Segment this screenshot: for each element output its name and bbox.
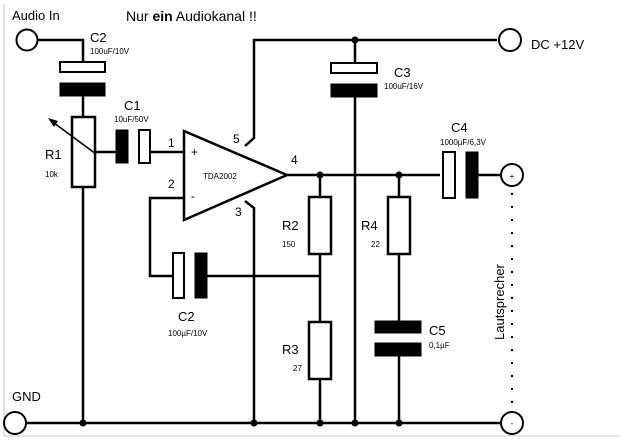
ic-minus-sign: -	[191, 189, 195, 203]
c1-plate-positive	[138, 129, 151, 164]
r2-value: 150	[282, 240, 296, 249]
speaker-plus-terminal[interactable]	[500, 163, 524, 187]
c2-in-plate-negative	[59, 82, 106, 97]
c1-ref: C1	[124, 98, 141, 113]
c1-value: 10uF/50V	[114, 115, 149, 124]
title-prefix: Nur	[126, 8, 152, 24]
r2-resistor	[307, 195, 333, 256]
c1-plate-negative	[115, 129, 129, 164]
r1-ref: R1	[45, 147, 62, 162]
c4-ref: C4	[451, 120, 468, 135]
r4-resistor	[386, 195, 412, 256]
pin-4-label: 4	[291, 153, 298, 167]
c2-in-value: 100uF/10V	[90, 47, 130, 56]
wire-pin3-gnd	[244, 200, 256, 423]
junction-gnd-pin3	[250, 419, 258, 427]
pin-3-label: 3	[235, 205, 242, 219]
c2-in-ref: C2	[90, 30, 107, 45]
c3-ref: C3	[394, 65, 411, 80]
pin-2-label: 2	[168, 177, 175, 191]
wire-pin2-feedback	[148, 196, 184, 278]
junction-gnd-c3	[351, 419, 359, 427]
r1-value: 10k	[45, 170, 59, 179]
junction-gnd-r1	[79, 419, 87, 427]
c2-in-plate-positive	[59, 61, 106, 73]
ic-name: TDA2002	[203, 172, 237, 181]
pin-1-label: 1	[168, 136, 175, 150]
c2-fb-plate-positive	[172, 252, 185, 299]
r3-value: 27	[293, 364, 302, 373]
c5-ref: C5	[429, 323, 446, 338]
audio-in-label: Audio In	[12, 8, 60, 23]
c2-fb-value: 100µF/10V	[168, 329, 208, 338]
r1-wiper-arrow	[49, 119, 97, 155]
audio-in-terminal[interactable]	[15, 28, 39, 52]
r1-potentiometer	[70, 115, 97, 189]
r4-ref: R4	[361, 218, 378, 233]
c4-plate-positive	[442, 151, 456, 199]
speaker-label: Lautsprecher	[492, 263, 507, 340]
c3-plate-negative	[330, 83, 378, 98]
c5-value: 0,1µF	[429, 341, 450, 350]
r1-arrowhead-icon	[48, 118, 58, 127]
r4-value: 22	[371, 240, 380, 249]
wire-pin5-rail	[244, 38, 497, 147]
ic-plus-sign: +	[191, 145, 198, 159]
r2-ref: R2	[282, 218, 299, 233]
c4-value: 1000µF/6,3V	[440, 138, 487, 147]
speaker-plus-sign: +	[510, 172, 515, 181]
dc-12v-terminal[interactable]	[498, 28, 522, 52]
c3-value: 100uF/16V	[384, 82, 424, 91]
diagram-title: Nur ein Audiokanal !!	[126, 8, 257, 24]
junction-gnd-r3	[316, 419, 324, 427]
pin-5-label: 5	[233, 132, 240, 146]
gnd-label: GND	[12, 389, 41, 404]
c5-plate-top	[374, 320, 422, 334]
c5-plate-bottom	[374, 342, 422, 357]
dc-12v-label: DC +12V	[531, 37, 584, 52]
r3-resistor	[307, 320, 333, 381]
tda2002-amplifier	[182, 129, 291, 222]
speaker-minus-sign: -	[511, 419, 514, 428]
c2-fb-ref: C2	[178, 309, 195, 324]
title-suffix: Audiokanal !!	[173, 8, 257, 24]
c2-fb-plate-negative	[194, 252, 208, 299]
c4-plate-negative	[465, 151, 479, 199]
r3-ref: R3	[282, 342, 299, 357]
title-emphasis: ein	[152, 8, 172, 24]
junction-gnd-c5	[395, 419, 403, 427]
c3-plate-positive	[330, 62, 378, 74]
wire-audio-in	[37, 38, 85, 62]
gnd-terminal[interactable]	[3, 411, 27, 435]
